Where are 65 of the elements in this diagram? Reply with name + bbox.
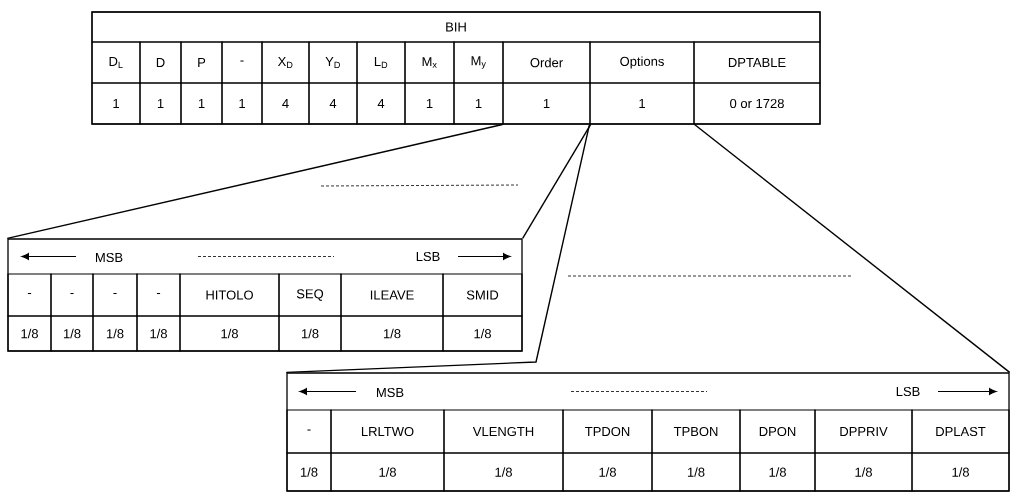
table-cell: 1 xyxy=(91,82,141,125)
table-cell: 1/8 xyxy=(443,452,564,492)
table-cell: 4 xyxy=(261,82,310,125)
table-cell: - xyxy=(136,273,181,317)
table-cell: 1/8 xyxy=(136,315,181,352)
table-cell: - xyxy=(50,273,94,317)
table-cell: HITOLO xyxy=(179,273,280,317)
table-cell: TPDON xyxy=(562,409,653,454)
table-cell: 0 or 1728 xyxy=(693,82,821,125)
table-cell: 1 xyxy=(139,82,182,125)
table-cell: D$_{L}$ xyxy=(91,41,141,84)
table-cell: Options xyxy=(589,41,695,84)
table-cell: D xyxy=(139,41,182,84)
table-cell: VLENGTH xyxy=(443,409,564,454)
table-cell: M$_{y}$ xyxy=(453,41,504,84)
table-cell: 1/8 xyxy=(278,315,342,352)
table-cell: X$_{D}$ xyxy=(261,41,310,84)
table-cell: LRLTWO xyxy=(330,409,445,454)
table-cell: DPLAST xyxy=(911,409,1010,454)
table-cell: 1/8 xyxy=(286,452,332,492)
table-cell: 1/8 xyxy=(179,315,280,352)
table-cell: DPPRIV xyxy=(814,409,913,454)
expansion-line xyxy=(693,123,1011,374)
table-cell: 1/8 xyxy=(739,452,816,492)
table-cell: 1 xyxy=(180,82,223,125)
table-cell: BIH xyxy=(91,11,821,43)
table-cell: L$_{D}$ xyxy=(356,41,406,84)
bit-order-label: LSB xyxy=(896,386,920,397)
table-cell: - xyxy=(7,273,52,317)
table-cell: ILEAVE xyxy=(340,273,444,317)
table-cell: 4 xyxy=(356,82,406,125)
bit-order-label: MSB xyxy=(96,252,123,263)
table-cell: 1/8 xyxy=(442,315,523,352)
table-cell: P xyxy=(180,41,223,84)
table-cell: M$_{x}$ xyxy=(404,41,455,84)
table-cell: 1/8 xyxy=(7,315,52,352)
bit-order-label: MSB xyxy=(377,387,404,398)
table-cell: 1/8 xyxy=(340,315,444,352)
table-cell: SMID xyxy=(442,273,523,317)
expansion-line xyxy=(6,123,504,240)
table-cell: 1/8 xyxy=(814,452,913,492)
table-cell: - xyxy=(92,273,138,317)
table-cell: 1/8 xyxy=(911,452,1010,492)
table-cell: - xyxy=(286,409,332,454)
table-cell: 1 xyxy=(589,82,695,125)
expansion-line xyxy=(521,123,592,240)
table-cell: Order xyxy=(502,41,591,84)
table-cell: DPTABLE xyxy=(693,41,821,84)
table-cell: TPBON xyxy=(651,409,741,454)
table-cell: 4 xyxy=(308,82,358,125)
table-cell: - xyxy=(221,41,263,84)
table-cell: 1 xyxy=(502,82,591,125)
expansion-line xyxy=(285,123,591,374)
table-cell: DPON xyxy=(739,409,816,454)
table-cell: 1 xyxy=(404,82,455,125)
bit-order-label: LSB xyxy=(416,251,440,262)
table-cell: 1/8 xyxy=(651,452,741,492)
table-cell: SEQ xyxy=(278,273,342,317)
table-cell: 1/8 xyxy=(50,315,94,352)
table-cell: 1/8 xyxy=(330,452,445,492)
table-cell: 1 xyxy=(221,82,263,125)
table-cell: 1/8 xyxy=(562,452,653,492)
table-cell: Y$_{D}$ xyxy=(308,41,358,84)
table-cell: 1/8 xyxy=(92,315,138,352)
table-cell: 1 xyxy=(453,82,504,125)
